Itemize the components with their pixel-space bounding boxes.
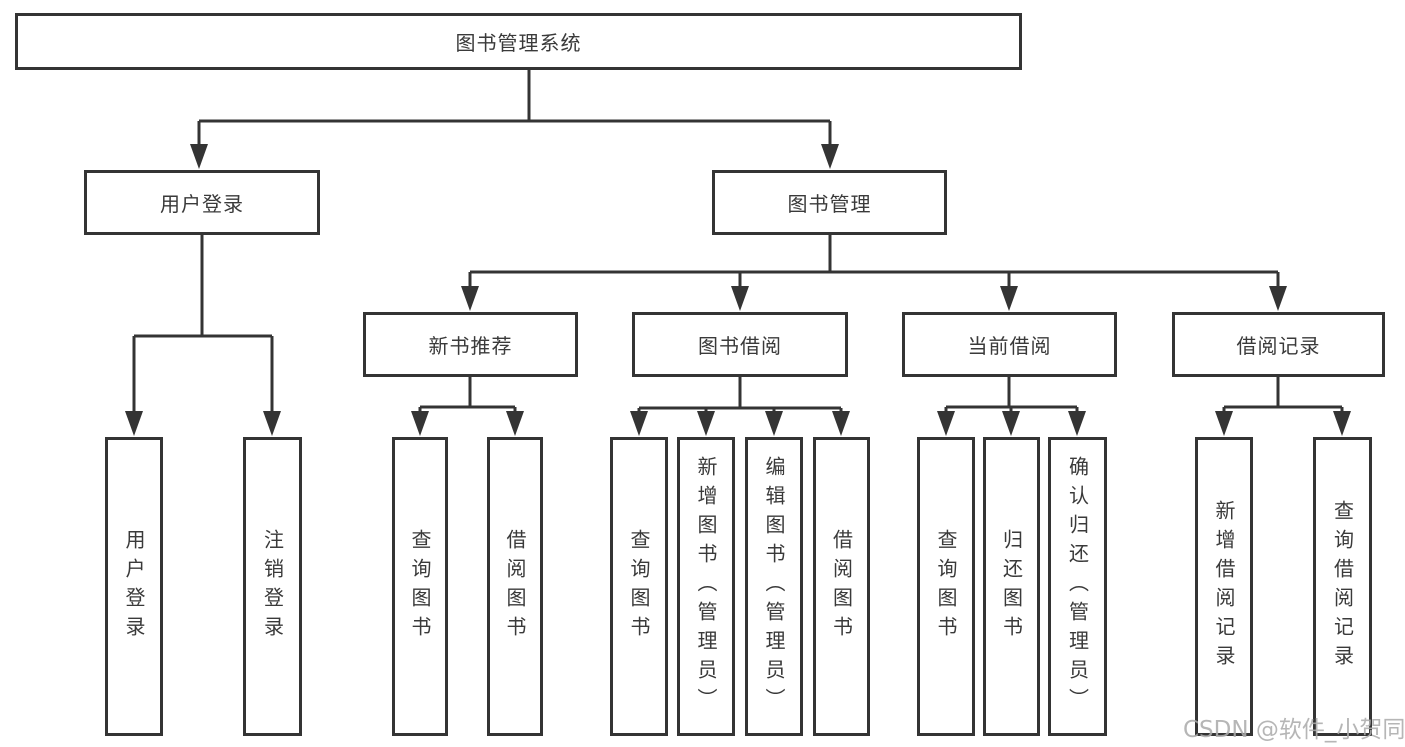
- leaf-edit-books-admin: 编辑图书（管理员）: [745, 437, 803, 736]
- node-user-login: 用户登录: [84, 170, 320, 235]
- node-book-borrowing: 图书借阅: [632, 312, 848, 377]
- arrowheads: [125, 144, 1351, 436]
- leaf-add-borrow-record-label: 新增借阅记录: [1212, 499, 1236, 674]
- leaf-logout-label: 注销登录: [260, 528, 285, 645]
- leaf-query-borrow-record-label: 查询借阅记录: [1330, 499, 1355, 674]
- node-new-book-recommendation: 新书推荐: [363, 312, 578, 377]
- leaf-query-books-borrow-label: 查询图书: [627, 528, 651, 645]
- leaf-borrow-books-borrow-label: 借阅图书: [829, 528, 854, 645]
- leaf-add-books-admin-label: 新增图书（管理员）: [694, 456, 718, 717]
- leaf-add-borrow-record: 新增借阅记录: [1195, 437, 1253, 736]
- leaf-user-login-label: 用户登录: [122, 528, 146, 645]
- leaf-add-books-admin: 新增图书（管理员）: [677, 437, 735, 736]
- node-root-label: 图书管理系统: [455, 31, 582, 55]
- leaf-return-books: 归还图书: [983, 437, 1040, 736]
- leaf-query-books-current-label: 查询图书: [934, 528, 958, 645]
- leaf-query-books-current: 查询图书: [917, 437, 975, 736]
- leaf-borrow-books-borrow: 借阅图书: [813, 437, 870, 736]
- node-current-borrowing-label: 当前借阅: [967, 334, 1052, 358]
- node-root: 图书管理系统: [15, 13, 1022, 70]
- node-book-management: 图书管理: [712, 170, 947, 235]
- leaf-confirm-return-admin-label: 确认归还（管理员）: [1065, 456, 1090, 717]
- node-borrowing-records-label: 借阅记录: [1236, 334, 1321, 358]
- leaf-borrow-books-recommend: 借阅图书: [487, 437, 543, 736]
- node-current-borrowing: 当前借阅: [902, 312, 1117, 377]
- node-borrowing-records: 借阅记录: [1172, 312, 1385, 377]
- leaf-query-books-recommend-label: 查询图书: [408, 528, 432, 645]
- leaf-query-borrow-record: 查询借阅记录: [1313, 437, 1372, 736]
- node-book-management-label: 图书管理: [787, 192, 872, 216]
- node-book-borrowing-label: 图书借阅: [698, 334, 782, 358]
- leaf-query-books-recommend: 查询图书: [392, 437, 448, 736]
- watermark: CSDN @软件_小贺同学: [1183, 717, 1405, 743]
- leaf-return-books-label: 归还图书: [999, 528, 1024, 645]
- leaf-edit-books-admin-label: 编辑图书（管理员）: [762, 456, 786, 717]
- leaf-borrow-books-recommend-label: 借阅图书: [503, 528, 527, 645]
- node-user-login-label: 用户登录: [160, 192, 244, 216]
- leaf-query-books-borrow: 查询图书: [610, 437, 668, 736]
- leaf-user-login: 用户登录: [105, 437, 163, 736]
- leaf-logout: 注销登录: [243, 437, 302, 736]
- leaf-confirm-return-admin: 确认归还（管理员）: [1048, 437, 1107, 736]
- node-new-book-recommendation-label: 新书推荐: [428, 334, 513, 358]
